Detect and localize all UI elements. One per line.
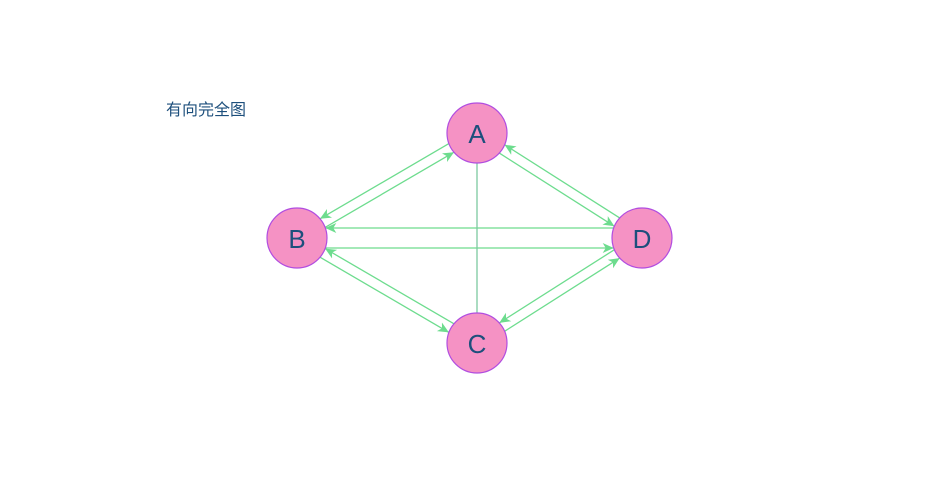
- node-c: C: [446, 312, 508, 374]
- node-circle-d: [611, 207, 673, 269]
- edges-layer: [319, 143, 621, 333]
- node-circle-a: [446, 102, 508, 164]
- node-circle-b: [266, 207, 328, 269]
- edge-c-to-d: [504, 257, 621, 332]
- nodes-layer: A B C D: [266, 102, 673, 374]
- node-label-b: B: [288, 224, 305, 254]
- diagram-title: 有向完全图: [166, 100, 247, 119]
- node-b: B: [266, 207, 328, 269]
- edge-b-to-a: [324, 151, 455, 228]
- edge-d-to-a: [504, 144, 621, 219]
- edge-c-to-b: [324, 248, 455, 325]
- edge-a-to-b: [319, 143, 450, 220]
- node-a: A: [446, 102, 508, 164]
- node-label-c: C: [468, 329, 487, 359]
- edge-b-to-c: [319, 256, 450, 333]
- node-label-d: D: [633, 224, 652, 254]
- node-circle-c: [446, 312, 508, 374]
- edge-a-to-d: [498, 152, 615, 227]
- node-d: D: [611, 207, 673, 269]
- node-label-a: A: [468, 119, 486, 149]
- edge-d-to-c: [498, 249, 615, 324]
